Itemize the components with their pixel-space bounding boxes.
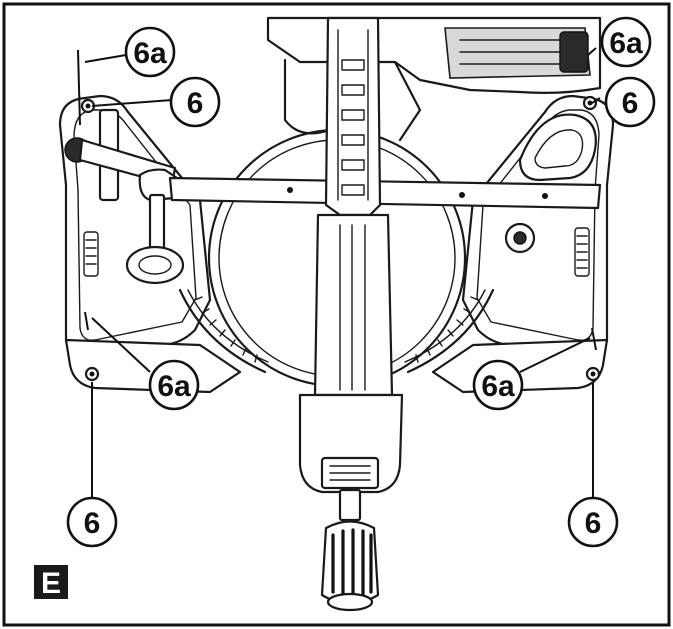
figure-letter-badge: E	[34, 565, 68, 600]
svg-text:6: 6	[585, 507, 602, 540]
svg-text:6a: 6a	[133, 37, 167, 70]
svg-text:6a: 6a	[157, 370, 191, 403]
callout-6-bottom-left: 6	[66, 496, 118, 548]
svg-text:6a: 6a	[609, 27, 643, 60]
svg-text:6: 6	[622, 87, 639, 120]
callout-6a-left: 6a	[148, 359, 200, 411]
svg-text:6a: 6a	[481, 370, 515, 403]
callout-6-top-left: 6	[169, 76, 221, 128]
callout-6-bottom-right: 6	[567, 496, 619, 548]
callout-6a-right: 6a	[472, 359, 524, 411]
miter-scale-left	[178, 288, 267, 374]
leader-lines	[77, 47, 601, 498]
svg-text:6: 6	[187, 87, 204, 120]
svg-text:E: E	[41, 567, 61, 600]
fence-bar	[168, 176, 602, 210]
callout-6-top-right: 6	[604, 76, 656, 128]
clamp-assembly-left	[64, 108, 185, 285]
callout-6a-top-right: 6a	[600, 16, 652, 68]
right-carry-handle	[518, 113, 597, 182]
callout-6a-top-left: 6a	[124, 26, 176, 78]
svg-text:6: 6	[84, 507, 101, 540]
saw-arm	[298, 16, 404, 612]
miter-scale-right	[406, 288, 495, 374]
clamp-foot	[125, 245, 185, 285]
